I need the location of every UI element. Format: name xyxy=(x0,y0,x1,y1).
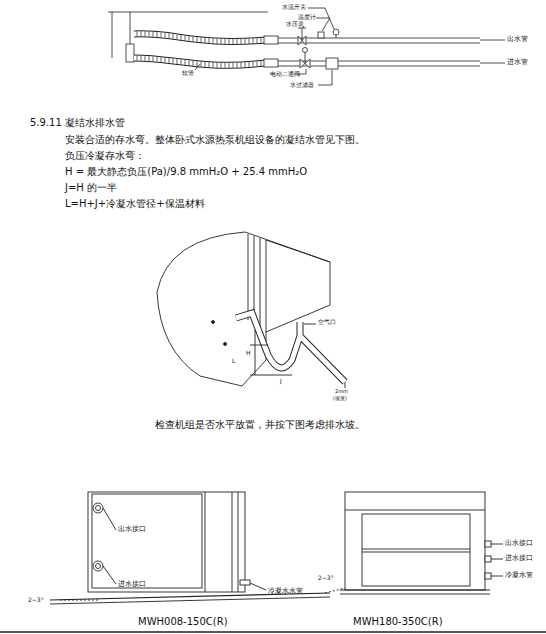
part-label: 进水接口 xyxy=(118,580,146,588)
part-label: 冷凝水水管 xyxy=(268,587,303,595)
page-rule xyxy=(0,631,546,633)
formula-text: L=H+J+冷凝水管径+保温材料 xyxy=(65,198,205,210)
dimension-letter: L xyxy=(232,358,235,365)
unit-right-figure xyxy=(325,492,503,594)
part-label: 水过滤器 xyxy=(290,82,314,89)
dimension-letter: H xyxy=(246,350,251,357)
part-label: 出水接口 xyxy=(505,539,533,547)
body-text: 检查机组是否水平放置，并按下图考虑排水坡。 xyxy=(155,419,365,431)
part-label: 电动二通阀 xyxy=(270,71,300,78)
part-label: 水压表 xyxy=(286,21,304,28)
formula-text: H = 最大静态负压(Pa)/9.8 mmH₂O + 25.4 mmH₂O xyxy=(65,166,307,178)
pipe-label: 出水管 xyxy=(507,35,528,43)
piping-figure xyxy=(108,8,505,85)
angle-label: 2~3° xyxy=(28,597,44,604)
part-label: 冷凝水管 xyxy=(505,571,533,579)
part-label: 温度计 xyxy=(298,14,316,21)
body-text: 安装合适的存水弯。整体卧式水源热泵机组设备的凝结水管见下图。 xyxy=(65,134,365,146)
model-name: MWH180-350C(R) xyxy=(353,616,443,628)
dimension-letter: J xyxy=(280,378,282,385)
part-label: 水流开关 xyxy=(282,4,306,11)
angle-label: 2~3° xyxy=(318,575,334,582)
formula-text: J=H 的一半 xyxy=(65,182,117,194)
dimension-label: (坡度) xyxy=(333,396,347,402)
unit-left-figure xyxy=(50,492,330,604)
part-label: 空气口 xyxy=(318,319,336,326)
trap-figure xyxy=(157,232,345,388)
section-heading: 5.9.11 凝结水排水管 xyxy=(30,117,125,129)
body-text: 负压冷凝存水弯： xyxy=(65,150,145,162)
model-name: MWH008-150C(R) xyxy=(138,616,228,628)
dimension-label: 2mm xyxy=(335,389,348,395)
part-label: 软管 xyxy=(182,70,194,77)
part-label: 出水接口 xyxy=(118,525,146,533)
pipe-label: 进水管 xyxy=(507,58,528,66)
part-label: 进水接口 xyxy=(505,554,533,562)
